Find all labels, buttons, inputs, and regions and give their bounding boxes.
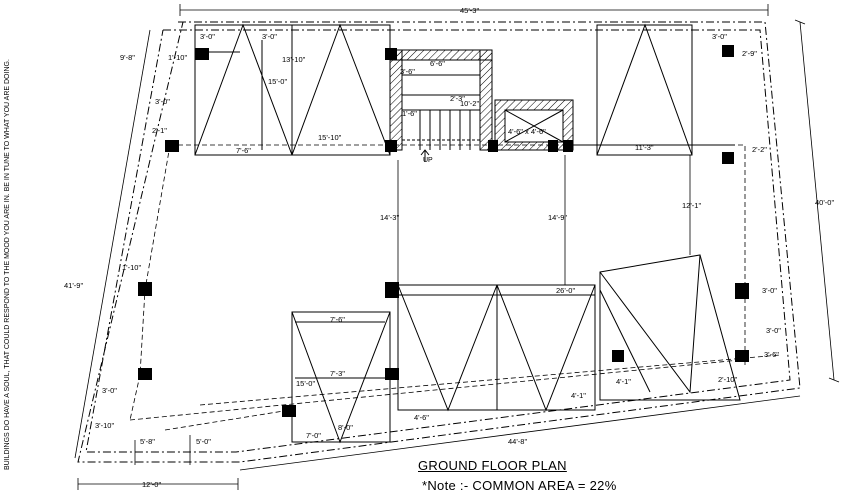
dim-2-3: 2'-3" xyxy=(450,94,465,103)
dim-3-6-b: 3'-6" xyxy=(764,350,779,359)
dim-1-6: 1'-6" xyxy=(402,109,417,118)
dim-15-0-b: 15'-0" xyxy=(296,379,315,388)
dim-3-0-a: 3'-0" xyxy=(200,32,215,41)
dim-left-overall: 41'-9" xyxy=(64,281,83,290)
dim-14-9: 14'-9" xyxy=(548,213,567,222)
dim-10-2: 10'-2" xyxy=(460,99,479,108)
dim-3-0-d: 3'-0" xyxy=(155,97,170,106)
columns xyxy=(138,45,749,417)
dim-3-0-f: 3'-0" xyxy=(766,326,781,335)
dim-9-8: 9'-8" xyxy=(120,53,135,62)
dim-top-overall: 45'-3" xyxy=(460,6,479,15)
dim-2-2: 2'-2" xyxy=(752,145,767,154)
vertical-dimension-lines xyxy=(134,155,691,465)
dim-1-10-a: 1'-10" xyxy=(168,53,187,62)
top-right-bay xyxy=(572,23,735,156)
dim-12-1: 12'-1" xyxy=(682,201,701,210)
side-note: BUILDINGS DO HAVE A SOUL, THAT COULD RES… xyxy=(4,59,11,470)
dim-3-10: 3'-10" xyxy=(95,421,114,430)
dim-13-10: 13'-10" xyxy=(282,55,306,64)
dim-5-8: 5'-8" xyxy=(140,437,155,446)
dim-3-0-b: 3'-0" xyxy=(262,32,277,41)
dim-4-6-small: 4'-6" xyxy=(414,413,429,422)
dim-4-1-b: 4'-1" xyxy=(571,391,586,400)
dim-3-0-e: 3'-0" xyxy=(762,286,777,295)
dim-11-3: 11'-3" xyxy=(635,143,654,152)
overall-dimension-lines xyxy=(74,4,840,490)
bottom-right-bay xyxy=(599,254,741,401)
dim-26-0: 26'-0" xyxy=(556,286,575,295)
dim-right-overall: 40'-0" xyxy=(815,198,834,207)
dim-7-3: 7'-3" xyxy=(330,369,345,378)
dim-15-0-a: 15'-0" xyxy=(268,77,287,86)
dim-2-10: 2'-10" xyxy=(718,375,737,384)
dim-5-0-a: 5'-0" xyxy=(196,437,211,446)
stair-up-label: UP xyxy=(423,157,433,164)
dim-3-0-c: 3'-0" xyxy=(712,32,727,41)
common-area-note: *Note :- COMMON AREA = 22% xyxy=(422,478,617,493)
dim-bottom-left: 12'-0" xyxy=(142,480,161,489)
bottom-middle-bays xyxy=(397,284,596,412)
dim-7-0: 7'-0" xyxy=(306,431,321,440)
dim-4-1-a: 4'-1" xyxy=(616,377,631,386)
dim-2-1: 2'-1" xyxy=(152,126,167,135)
dim-3-6-a: 3'-6" xyxy=(400,67,415,76)
internal-dashed-lines xyxy=(129,144,781,431)
dim-4-6: 4'-6" x 4'-6" xyxy=(508,127,546,136)
stair-core xyxy=(389,49,493,162)
lift-shaft xyxy=(494,99,574,151)
top-left-bays xyxy=(194,23,391,156)
dim-15-10: 15'-10" xyxy=(318,133,342,142)
site-boundary xyxy=(77,21,801,463)
dim-2-9: 2'-9" xyxy=(742,49,757,58)
dim-7-6-a: 7'-6" xyxy=(236,146,251,155)
dim-bottom-overall: 44'-8" xyxy=(508,437,527,446)
dim-8-0: 8'-0" xyxy=(338,423,353,432)
dim-7-6-b: 7'-6" xyxy=(330,315,345,324)
dimension-labels: 45'-3" 40'-0" 41'-9" 44'-8" 12'-0" 3'-0"… xyxy=(64,6,834,489)
dim-14-3: 14'-3" xyxy=(380,213,399,222)
dim-3-0-g: 3'-0" xyxy=(102,386,117,395)
dim-6-6: 6'-6" xyxy=(430,59,445,68)
plan-title: GROUND FLOOR PLAN xyxy=(418,458,567,473)
dim-1-10-b: 1'-10" xyxy=(122,263,141,272)
